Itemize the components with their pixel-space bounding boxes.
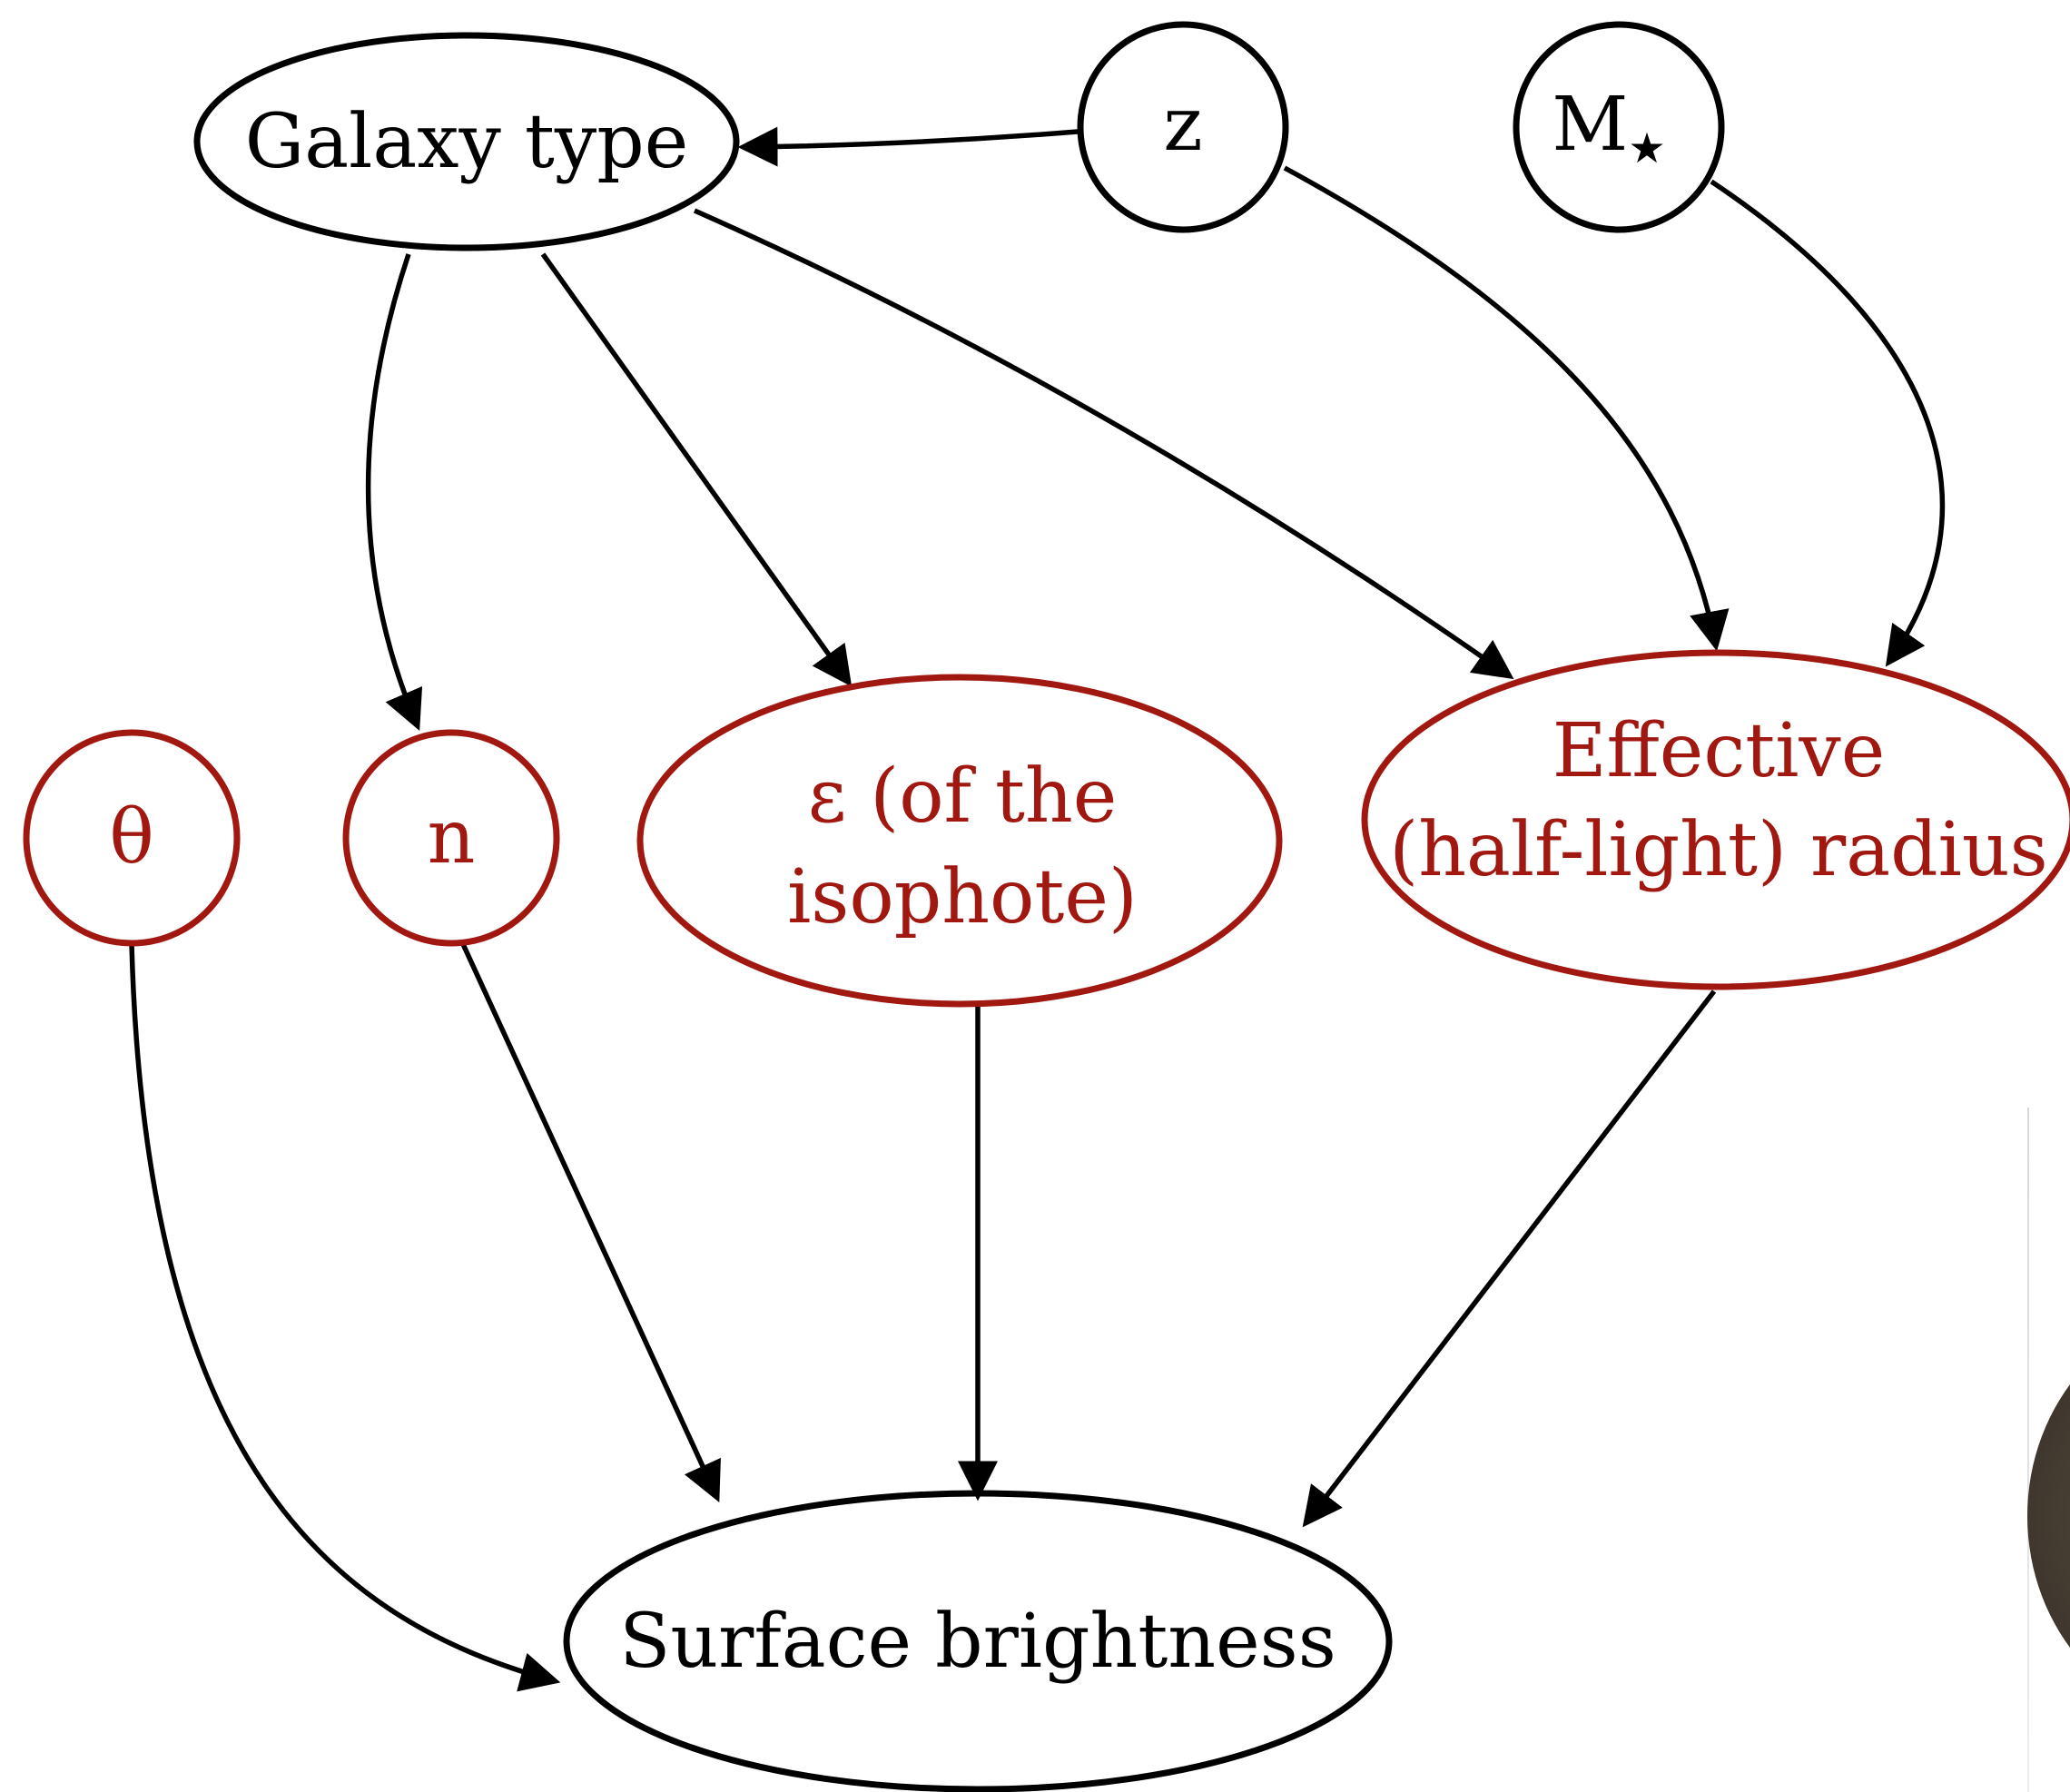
surface-brightness-label: Surface brightness <box>619 1599 1336 1685</box>
radius-label-line2: (half-light) radius <box>1389 807 2048 893</box>
epsilon-label-line2: isophote) <box>787 854 1138 940</box>
edge-mstar-to-radius <box>1710 179 1946 667</box>
node-surface-brightness: Surface brightness <box>563 1490 1393 1792</box>
edge-galaxy-type-to-epsilon <box>540 252 853 687</box>
galaxy-photo-fragment <box>2027 1307 2070 1725</box>
node-effective-radius: Effective (half-light) radius <box>1361 649 2070 990</box>
edge-z-to-galaxy-type <box>737 126 1079 167</box>
image-edge-line <box>2027 1108 2029 1792</box>
node-theta: θ <box>23 729 241 947</box>
node-epsilon: ε (of the isophote) <box>636 674 1283 1008</box>
edge-galaxy-type-to-radius <box>693 208 1514 680</box>
galaxy-type-label: Galaxy type <box>245 99 688 185</box>
edge-n-to-surface <box>460 942 721 1502</box>
epsilon-label-line1: ε (of the <box>808 753 1118 840</box>
edges <box>129 126 1946 1692</box>
n-label: n <box>428 794 476 881</box>
radius-label-line1: Effective <box>1552 708 1886 794</box>
edge-theta-to-surface <box>129 943 561 1692</box>
node-mstar: M★ <box>1513 21 1725 233</box>
node-galaxy-type: Galaxy type <box>193 32 740 251</box>
star-subscript: ★ <box>1628 123 1665 172</box>
theta-label: θ <box>109 794 153 881</box>
edge-z-to-radius <box>1283 165 1730 652</box>
z-label: z <box>1163 82 1202 168</box>
edge-galaxy-type-to-n <box>365 253 423 732</box>
node-z: z <box>1077 21 1289 233</box>
edge-radius-to-surface <box>1302 990 1717 1528</box>
mstar-label: M★ <box>1552 82 1665 172</box>
background-galaxy-image <box>2027 1108 2070 1792</box>
node-n: n <box>342 729 560 947</box>
